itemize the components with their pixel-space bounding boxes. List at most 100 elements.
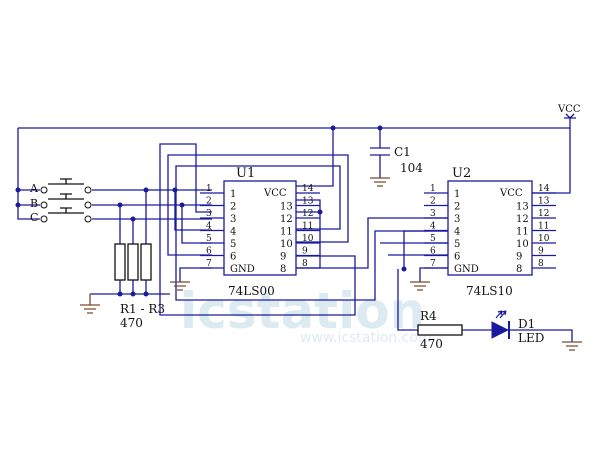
u2-pin-inner-number: 3 [454, 214, 460, 225]
junction-dot [172, 187, 178, 193]
u1-pin-inner-number: 8 [280, 264, 286, 275]
u1-pin-number: 4 [206, 222, 212, 232]
ground-resistors [80, 294, 100, 314]
ground-icon [80, 294, 100, 314]
junction-dot [130, 291, 136, 297]
u1-pin-inner-number: 3 [230, 214, 236, 225]
switch-contact [84, 201, 92, 209]
switch-contact [84, 186, 92, 194]
watermark-logo: icstation [180, 282, 425, 340]
chip-u2-vcc-label: VCC [499, 188, 523, 199]
resistor-body [417, 324, 463, 336]
c1-ref-label: C1 [394, 145, 411, 159]
vcc-label: VCC [557, 104, 581, 115]
junction-dot [317, 209, 323, 215]
chip-u1-gnd-label: GND [230, 264, 255, 275]
light-emission-icon [495, 310, 507, 319]
u2-pin-number: 1 [430, 184, 436, 194]
u2-pin-number: 8 [538, 259, 544, 269]
junction-dot [130, 216, 136, 222]
u2-pin-inner-number: 11 [516, 227, 529, 238]
u1-pin-inner-number: 13 [280, 202, 293, 213]
u2-pin-inner-number: 5 [454, 239, 460, 250]
resistor-r3 [140, 243, 152, 281]
u1-pin-number: 2 [206, 197, 212, 207]
u2-pin-number: 11 [538, 222, 549, 232]
u1-pin-inner-number: 6 [230, 252, 236, 263]
u2-pin-number: 7 [430, 259, 436, 269]
u1-pin-number: 3 [206, 209, 212, 219]
u2-pin-inner-number: 2 [454, 202, 460, 213]
u1-pin-number: 6 [206, 247, 212, 257]
u2-pin-inner-number: 13 [516, 202, 529, 213]
led-d1: D1 LED [491, 310, 544, 345]
chip-u2-ref: U2 [452, 166, 471, 181]
led-triangle-icon [491, 321, 510, 339]
chip-u1-part: 74LS00 [228, 284, 275, 298]
chip-u1-ref: U1 [236, 166, 255, 181]
junctions [15, 125, 407, 297]
u2-gnd-wire [419, 267, 448, 282]
u1-out8-wire [296, 217, 448, 269]
u1-pin-inner-number: 10 [280, 239, 293, 250]
u2-pin-number: 5 [430, 234, 436, 244]
u2-out-to-r4-wire [397, 269, 418, 331]
vcc-arrow-icon [564, 113, 576, 119]
switch-contact [40, 186, 48, 194]
ground-u2 [410, 281, 430, 291]
switch-a: A [29, 178, 92, 195]
u1-pin-number: 7 [206, 259, 212, 269]
u2-pin-number: 12 [538, 209, 549, 219]
r4-ref-label: R4 [420, 309, 437, 323]
switch-b: B [30, 193, 92, 210]
u2-pin-inner-number: 1 [454, 189, 460, 200]
vcc-rail-wire [18, 118, 571, 129]
junction-dot [15, 202, 21, 208]
u2-pin-inner-number: 10 [516, 239, 529, 250]
u2-pin-number: 2 [430, 197, 436, 207]
u1-out3-wire [159, 143, 356, 316]
u1-pin-inner-number: 5 [230, 239, 236, 250]
u1-pin-inner-number: 1 [230, 189, 236, 200]
junction-dot [143, 187, 149, 193]
watermark: icstation www.icstation.com [180, 282, 432, 346]
u2-pin-number: 10 [538, 234, 550, 244]
switch-contact [84, 215, 92, 223]
u1-out6-wire [167, 154, 349, 256]
pushbutton-icon [48, 207, 84, 214]
chip-u2-part: 74LS10 [466, 284, 513, 298]
u2-pin-inner-number: 4 [454, 227, 460, 238]
junction-dot [377, 125, 383, 131]
u2-pin-number: 14 [538, 184, 550, 194]
ground-icon [370, 177, 390, 187]
switch-c-left-wire [17, 205, 40, 220]
switch-contact [40, 201, 48, 209]
u1-pin-number: 10 [302, 234, 314, 244]
junction-dot [15, 187, 21, 193]
u1-out11-wire [175, 165, 448, 301]
resistor-bank-ref-label: R1 - R3 [120, 302, 165, 316]
u1-pin-number: 11 [302, 222, 313, 232]
ground-icon [170, 281, 190, 291]
ground-icon [562, 341, 582, 351]
u2-pin-inner-number: 12 [516, 214, 529, 225]
led-gnd-wire [510, 329, 573, 342]
u2-pin-number: 4 [430, 222, 436, 232]
capacitor-c1: C1 104 [370, 145, 423, 175]
u1-pin-inner-number: 12 [280, 214, 293, 225]
u1-pin13-wire [296, 199, 321, 268]
u1-pin-inner-number: 11 [280, 227, 293, 238]
pushbutton-icon [48, 178, 84, 185]
r4-value-label: 470 [420, 337, 443, 351]
resistor-r2 [127, 243, 139, 281]
junction-dot [143, 291, 149, 297]
resistor-r4: R4 470 [417, 309, 463, 351]
u1-pin-number: 12 [302, 209, 313, 219]
u2-pin-number: 9 [538, 247, 544, 257]
u1-pin-number: 8 [302, 259, 308, 269]
switch-b-label: B [30, 197, 38, 210]
